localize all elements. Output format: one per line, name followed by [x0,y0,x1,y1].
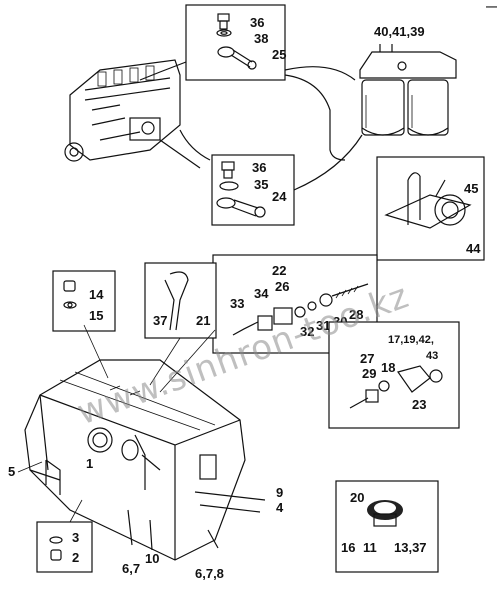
injection-pump-icon [64,59,181,162]
detail-box-valve-parts: 22 26 34 33 32 31 30 28 [212,254,378,354]
label-36-top: 36 [250,15,264,30]
label-22: 22 [272,263,286,278]
label-4: 4 [276,500,284,515]
label-10: 10 [145,551,159,566]
label-35: 35 [254,177,268,192]
detail-box-pipe: 37 21 [144,262,217,339]
label-37: 37 [153,313,167,328]
label-34: 34 [254,286,269,301]
label-9: 9 [276,485,283,500]
label-44: 44 [466,241,481,256]
detail-box-fuel-valve: 17,19,42, 43 27 18 29 23 [328,321,460,429]
banjo-bolt-icon [216,13,232,37]
label-6-7-8: 6,7,8 [195,566,224,581]
detail-box-tank-cap: 14 15 [52,270,116,332]
label-38: 38 [254,31,268,46]
fuel-filter-icon: 40,41,39 [359,24,457,136]
detail-box-hose-clamp: 20 16 11 13,37 [335,480,439,573]
label-26: 26 [275,279,289,294]
label-11: 11 [363,540,377,555]
detail-box-mid-fitting: 36 35 24 [211,154,295,226]
label-28: 28 [349,307,363,322]
label-5: 5 [8,464,15,479]
label-3: 3 [72,530,79,545]
label-31: 31 [316,318,330,333]
label-40-41-39: 40,41,39 [374,24,425,39]
label-15: 15 [89,308,103,323]
label-1: 1 [86,456,93,471]
detail-box-drain-plug: 3 2 [36,521,93,573]
detail-box-top-fitting: 36 38 25 [185,4,286,81]
tank-cap-icon [63,280,77,309]
label-25: 25 [272,47,286,62]
label-20: 20 [350,490,364,505]
fuel-valve-icon [349,365,443,409]
detail-box-clamp-bracket: 45 44 [376,156,485,261]
label-33: 33 [230,296,244,311]
label-2: 2 [72,550,79,565]
label-18: 18 [381,360,395,375]
label-29: 29 [362,366,376,381]
label-43: 43 [426,350,438,362]
label-16: 16 [341,540,355,555]
hose-clamp-icon [367,500,403,527]
label-17-19-42: 17,19,42, [388,334,434,346]
label-36-mid: 36 [252,160,266,175]
label-6-7: 6,7 [122,561,140,576]
label-27: 27 [360,351,374,366]
corner-mark: — [486,1,497,13]
label-13-37: 13,37 [394,540,427,555]
label-24: 24 [272,189,287,204]
label-21: 21 [196,313,210,328]
label-23: 23 [412,397,426,412]
banjo-fitting-icon [217,46,257,70]
label-45: 45 [464,181,478,196]
label-14: 14 [89,287,104,302]
label-32: 32 [300,324,314,339]
fuel-tank-icon [24,359,266,561]
